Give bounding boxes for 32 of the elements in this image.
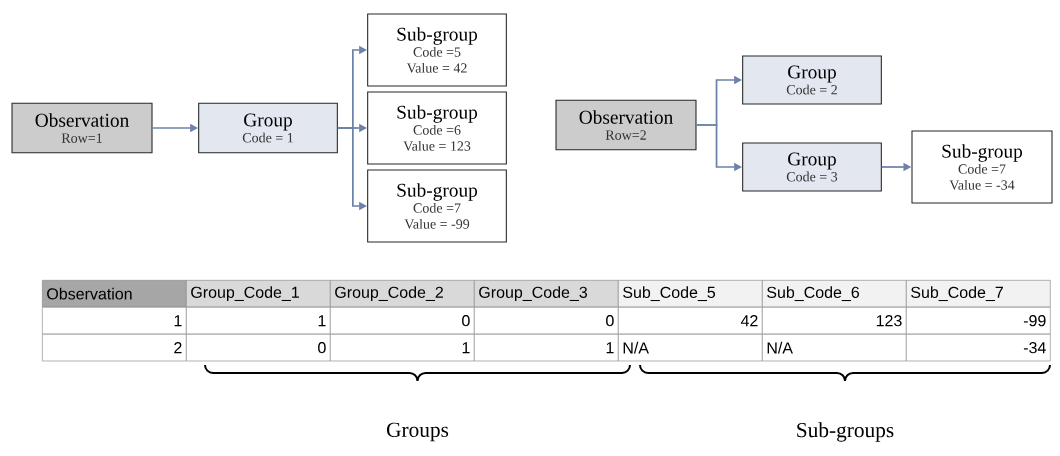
bracket-label: Groups <box>387 422 449 442</box>
subgroup-box: Sub-group Code =6 Value = 123 <box>367 91 507 165</box>
group-box: Group Code = 3 <box>742 142 882 192</box>
header-cell: Group_Code_2 <box>330 280 475 308</box>
table-cell: 0 <box>186 334 331 362</box>
group-box: Group Code = 1 <box>198 102 338 154</box>
observation-box: Observation Row=2 <box>555 99 697 151</box>
subgroup-box: Sub-group Code =7 Value = -99 <box>367 169 507 243</box>
header-cell: Sub_Code_7 <box>906 280 1051 308</box>
header-cell: Group_Code_1 <box>186 280 331 308</box>
table-cell: 1 <box>474 334 619 362</box>
table-cell: 0 <box>330 307 475 335</box>
table-cell: 2 <box>42 334 187 362</box>
table-cell: 42 <box>618 307 763 335</box>
bracket-label: Sub-groups <box>797 422 894 442</box>
table-cell: N/A <box>762 334 907 362</box>
header-cell: Group_Code_3 <box>474 280 619 308</box>
table-cell: 123 <box>762 307 907 335</box>
subgroup-box: Sub-group Code =7 Value = -34 <box>911 130 1053 204</box>
table-cell: N/A <box>618 334 763 362</box>
table-cell: -99 <box>906 307 1051 335</box>
table-cell: 0 <box>474 307 619 335</box>
group-box: Group Code = 2 <box>742 55 882 105</box>
header-cell: Sub_Code_5 <box>618 280 763 308</box>
table-cell: -34 <box>906 334 1051 362</box>
header-cell: Sub_Code_6 <box>762 280 907 308</box>
table-cell: 1 <box>186 307 331 335</box>
table-cell: 1 <box>42 307 187 335</box>
observation-box: Observation Row=1 <box>11 102 153 154</box>
table-cell: 1 <box>330 334 475 362</box>
header-cell: Observation <box>42 280 187 308</box>
subgroup-box: Sub-group Code =5 Value = 42 <box>367 13 507 87</box>
